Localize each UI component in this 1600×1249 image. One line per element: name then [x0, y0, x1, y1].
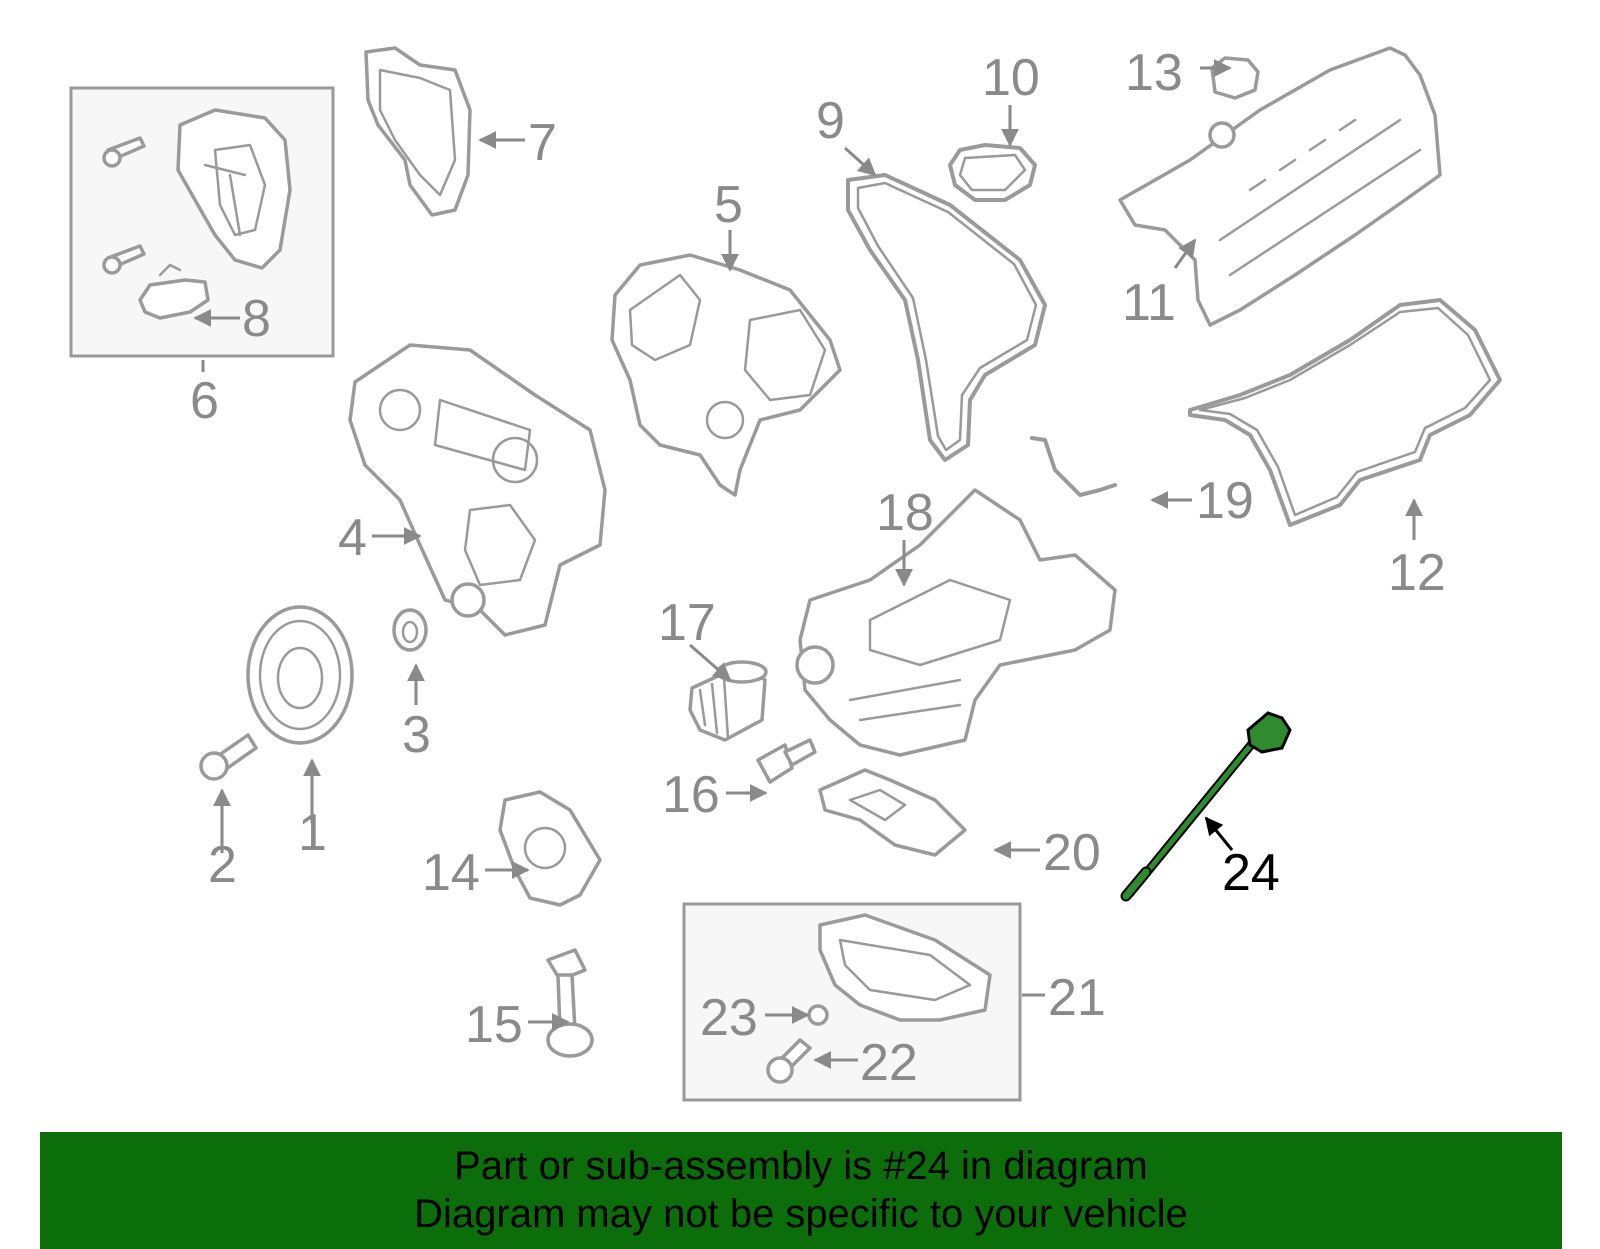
- oil-pan-gasket-strip: [1030, 436, 1117, 497]
- banner-line-1: Part or sub-assembly is #24 in diagram: [454, 1144, 1148, 1188]
- timing-cover-inner: [348, 343, 607, 637]
- oil-pan-baffle: [818, 768, 967, 857]
- callout-16: 16: [662, 766, 720, 824]
- callout-6: 6: [190, 372, 219, 430]
- banner-line-2: Diagram may not be specific to your vehi…: [414, 1192, 1188, 1236]
- callout-10: 10: [982, 49, 1040, 107]
- callout-18: 18: [876, 484, 934, 542]
- leader-lines: [193, 59, 1423, 1069]
- upper-oil-pan: [798, 488, 1117, 757]
- callout-8: 8: [242, 290, 271, 348]
- callout-17: 17: [658, 594, 716, 652]
- front-cover-gasket: [364, 46, 472, 217]
- water-pump-kit-box: [69, 86, 335, 358]
- callout-20: 20: [1043, 824, 1101, 882]
- front-crank-seal: [392, 608, 428, 652]
- callout-13: 13: [1125, 44, 1183, 102]
- oil-filter: [688, 660, 768, 742]
- oil-pump: [498, 790, 602, 907]
- callout-3: 3: [402, 706, 431, 764]
- callout-15: 15: [465, 996, 523, 1054]
- timing-chain: [846, 173, 1047, 462]
- callout-5: 5: [714, 176, 743, 234]
- oil-pressure-sensor: [756, 738, 817, 784]
- callout-14: 14: [422, 844, 480, 902]
- callout-19: 19: [1196, 472, 1254, 530]
- crank-pulley: [246, 605, 354, 745]
- callout-12: 12: [1388, 544, 1446, 602]
- callout-22: 22: [860, 1034, 918, 1092]
- callout-11: 11: [1122, 274, 1176, 332]
- valve-cover-gasket: [1188, 298, 1502, 527]
- timing-cover-outer: [610, 253, 842, 497]
- crank-bolt: [199, 733, 258, 781]
- callout-2: 2: [208, 836, 237, 894]
- callout-9: 9: [816, 92, 845, 150]
- callout-24: 24: [1222, 844, 1280, 902]
- callout-21: 21: [1048, 969, 1106, 1027]
- info-banner: Part or sub-assembly is #24 in diagram D…: [40, 1132, 1562, 1249]
- valve-cover: [1118, 46, 1442, 327]
- lower-oil-pan-box: [682, 902, 1022, 1102]
- callout-4: 4: [338, 509, 367, 567]
- oil-level-gauge-dipstick: [1120, 711, 1292, 902]
- callout-23: 23: [700, 989, 758, 1047]
- oil-strainer: [546, 948, 594, 1058]
- callout-7: 7: [528, 114, 557, 172]
- oil-filler-cap: [1210, 56, 1260, 100]
- callout-1: 1: [298, 804, 327, 862]
